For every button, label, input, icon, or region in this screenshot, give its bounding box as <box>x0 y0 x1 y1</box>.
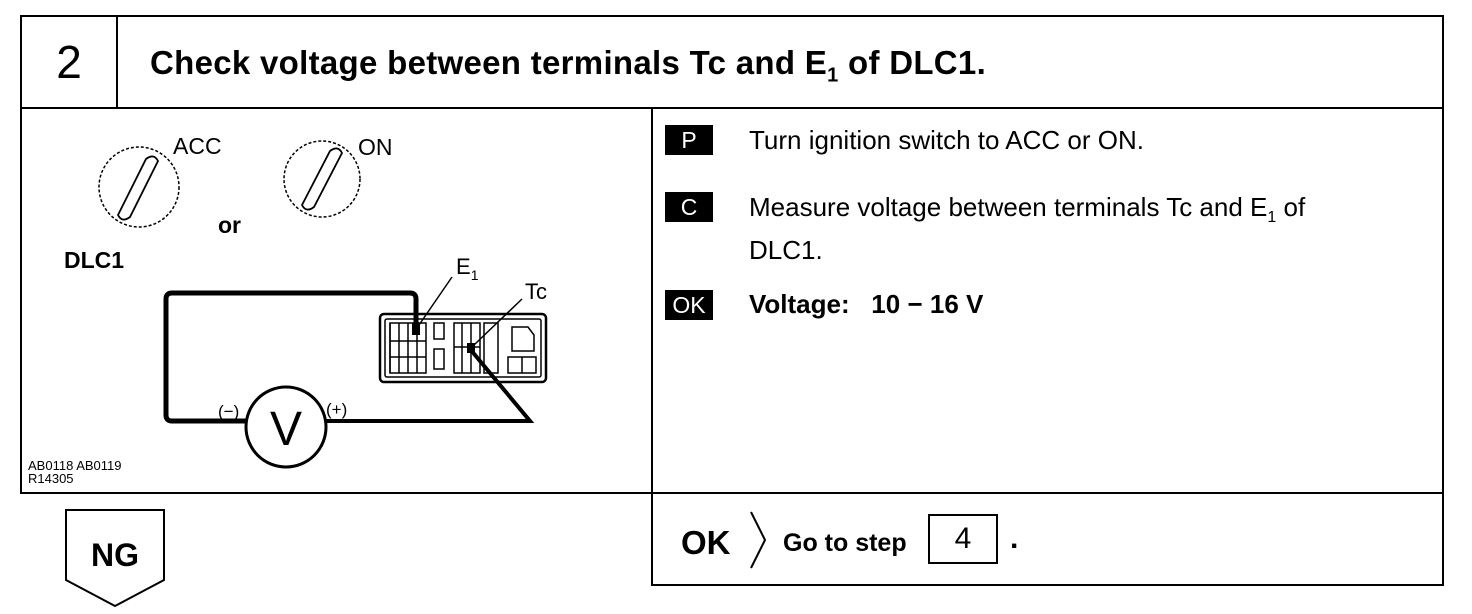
tc-probe-tip <box>467 343 475 353</box>
c-text-line1: Measure voltage between terminals Tc and… <box>749 191 1429 234</box>
c-text: Measure voltage between terminals Tc and… <box>749 191 1429 266</box>
procedure-cell: P Turn ignition switch to ACC or ON. C M… <box>651 107 1444 494</box>
ok-result-row: OK Go to step <box>651 492 1444 586</box>
title-subscript: 1 <box>827 64 839 87</box>
c-tag: C <box>665 192 713 222</box>
title-box: Check voltage between terminals Tc and E… <box>116 15 1444 109</box>
step-number-box: 2 <box>20 15 118 109</box>
voltmeter-icon <box>244 385 328 469</box>
tc-label: Tc <box>525 279 547 304</box>
negative-terminal-label: (−) <box>218 402 239 421</box>
c-text-words: Measure voltage between terminals Tc and… <box>749 191 1305 234</box>
ref-code-line2: R14305 <box>28 471 74 486</box>
illustration-cell: ACC ON or DLC1 <box>20 107 653 494</box>
dlc1-connector <box>378 312 548 384</box>
ignition-acc-icon <box>98 146 180 228</box>
p-tag: P <box>665 125 713 155</box>
negative-lead-wire <box>163 290 419 424</box>
title-end: of DLC1. <box>838 44 987 81</box>
c-text-line2: DLC1. <box>749 235 823 266</box>
step-ref-box: 4 <box>928 514 998 564</box>
e1-probe-tip <box>412 323 420 335</box>
e1-leader-line <box>418 276 453 326</box>
e1-label-main: E <box>456 254 471 279</box>
c-text-subscript: 1 <box>1267 209 1277 227</box>
voltmeter-label: V <box>270 403 302 456</box>
e1-label: E1 <box>456 254 479 283</box>
step-number: 2 <box>56 36 82 88</box>
step-title: Check voltage between terminals Tc and E… <box>150 44 986 88</box>
or-label: or <box>218 212 241 238</box>
ng-label: NG <box>91 537 139 573</box>
step-ref-number: 4 <box>954 522 972 555</box>
tc-leader-line <box>473 298 523 346</box>
p-text: Turn ignition switch to ACC or ON. <box>749 125 1144 155</box>
title-main: Check voltage between terminals Tc and E <box>150 44 828 81</box>
ref-code-line1: AB0118 AB0119 <box>28 458 122 473</box>
c-text-end: of <box>1276 192 1306 222</box>
positive-terminal-label: (+) <box>326 400 347 419</box>
positive-lead-wire <box>324 347 535 423</box>
chevron-right-icon <box>750 511 767 569</box>
go-step-period: . <box>1010 522 1019 555</box>
e1-label-sub: 1 <box>471 267 479 283</box>
on-label: ON <box>358 134 393 160</box>
go-to-step-text: Go to step <box>783 529 907 557</box>
dlc-label: DLC1 <box>64 247 124 273</box>
ng-arrow: NG <box>65 509 165 608</box>
c-text-main: Measure voltage between terminals Tc and… <box>749 192 1268 222</box>
wiring-illustration: ACC ON or DLC1 <box>28 133 548 486</box>
ok-text: Voltage: 10 − 16 V <box>749 289 984 319</box>
acc-label: ACC <box>173 133 222 159</box>
ok-result-label: OK <box>681 524 731 561</box>
ok-tag: OK <box>665 290 713 320</box>
ignition-on-icon <box>283 140 361 218</box>
